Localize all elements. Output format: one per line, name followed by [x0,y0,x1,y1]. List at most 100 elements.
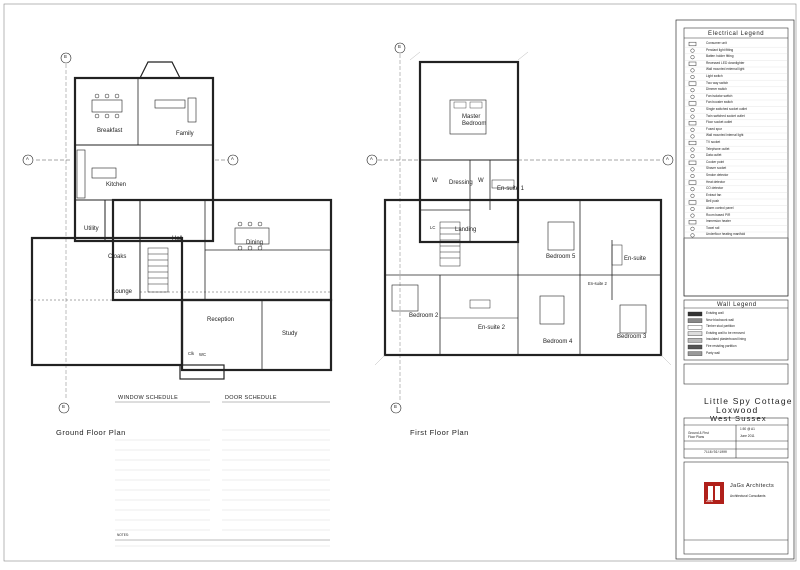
legend-symbols [684,41,788,239]
electrical-legend-item: Smoke detector [706,173,729,177]
first-section-a-right: A [666,156,669,161]
lounge-outline [30,236,184,367]
electrical-legend-symbol [690,55,695,60]
room-wardrobe-2: W [478,178,484,184]
wall-legend-item: Existing wall [706,311,724,315]
project-name: Little Spy Cottage [704,396,793,406]
electrical-legend-item: Pendant light fitting [706,47,734,52]
room-utility: Utility [84,226,99,232]
electrical-legend-symbol [688,160,697,165]
room-study: Study [282,331,298,337]
electrical-legend-symbol [690,48,695,53]
schedule-tables [115,401,330,547]
electrical-legend-item: TV socket [706,140,721,144]
first-section-b: B [394,404,397,409]
room-bedroom-3: Bedroom 3 [617,334,647,340]
electrical-legend-symbol [690,107,695,113]
wall-legend-swatch [687,325,703,330]
room-breakfast: Breakfast [97,128,123,134]
electrical-legend-symbol [690,114,695,119]
reception-outline [180,298,333,372]
drawing-scale: 1:50 @ A1 [740,427,755,431]
wall-legend-swatch [687,338,703,343]
drawing-number: 7116/02/1000 [704,450,727,454]
room-kitchen: Kitchen [106,182,127,188]
ground-section-a-right: A [231,156,234,161]
electrical-legend-item: Telephone outlet [706,146,730,151]
electrical-legend-symbol [690,127,695,132]
logo-letters: JGS [706,499,713,503]
room-clk: Clk [188,351,195,356]
electrical-legend-item: Dimmer switch [706,87,727,92]
electrical-legend-symbol [688,220,697,225]
electrical-legend-item: Wall mounted external light [706,67,745,72]
electrical-legend-symbol [690,88,695,93]
electrical-legend-item: CO detector [706,186,724,191]
room-lounge: Lounge [112,289,133,295]
electrical-legend-item: Consumer unit [706,41,727,45]
project-location: Loxwood [716,405,759,415]
electrical-legend-item: Fused spur [706,126,722,131]
room-dining: Dining [246,240,264,246]
electrical-legend-symbol [688,101,697,106]
firm-name: JaGs Architects [730,483,775,489]
electrical-legend-item: Recessed LED downlighter [706,60,745,65]
electrical-legend-symbol [690,94,695,99]
jags-logo [704,482,724,504]
electrical-legend-title: Electrical Legend [708,31,765,37]
wall-legend-swatch [687,351,703,356]
room-ensuite-4: En-suite 2 [588,281,607,286]
wall-legend-item: Insulated plasterboard lining [706,337,746,342]
first-floor-plan-title: First Floor Plan [410,428,469,437]
room-linen-cupboard: LC [430,225,436,230]
electrical-legend-symbol [690,167,695,172]
drawing-title-1: Ground & First [688,431,709,435]
electrical-legend-symbol [690,193,695,198]
drawing-title-2: Floor Plans [688,435,705,439]
electrical-legend-item: Heat detector [706,179,726,184]
project-county: West Sussex [710,414,767,423]
electrical-legend-item: Bell push [706,199,720,204]
electrical-legend-item: Shaver socket [706,166,727,171]
room-bedroom-4: Bedroom 4 [543,339,573,345]
first-lower-wing-outline [383,198,663,357]
electrical-legend-item: Wall mounted internal light [706,133,744,138]
ground-rear-wing-outline [73,76,215,243]
door-schedule-title: DOOR SCHEDULE [225,395,277,401]
firm-subtitle: Architectural Consultants [730,494,766,498]
wall-legend-swatch [687,331,703,336]
electrical-legend-symbol [688,121,697,126]
electrical-legend-item: Alarm control panel [706,206,734,210]
wall-legend-item: Existing wall to be removed [706,330,745,335]
title-column [675,19,795,560]
electrical-legend-symbol [690,233,695,238]
electrical-legend-symbol [688,140,697,146]
electrical-legend-symbol [690,74,695,80]
room-ensuite-2: En-suite 2 [478,325,506,331]
ground-floor-plan-title: Ground Floor Plan [56,428,126,437]
electrical-legend-symbol [690,187,695,192]
electrical-legend-item: Data outlet [706,153,722,158]
title-column-grid [683,27,789,555]
sheet-border [3,3,797,562]
ground-section-a-left: A [26,156,29,161]
electrical-legend-item: Two way switch [706,80,729,85]
room-cloaks: Cloaks [108,254,127,260]
wall-legend-item: Party wall [706,350,720,355]
ground-section-b: B [62,404,65,409]
electrical-legend-item: Immersion heater [706,219,731,224]
first-section-a-left: A [370,156,373,161]
room-bedroom-5: Bedroom 5 [546,254,576,260]
electrical-legend-symbol [690,226,695,231]
room-bedroom-2: Bedroom 2 [409,313,439,319]
room-family: Family [176,131,194,137]
room-wardrobe-1: W [432,178,438,184]
electrical-legend-symbol [690,154,695,159]
electrical-legend-symbol [690,206,695,212]
wall-legend-item: Fire resisting partition [706,344,737,348]
electrical-legend-item: Floor socket outlet [706,120,733,125]
wall-legend-swatch [687,344,703,350]
electrical-legend-symbol [690,134,695,139]
